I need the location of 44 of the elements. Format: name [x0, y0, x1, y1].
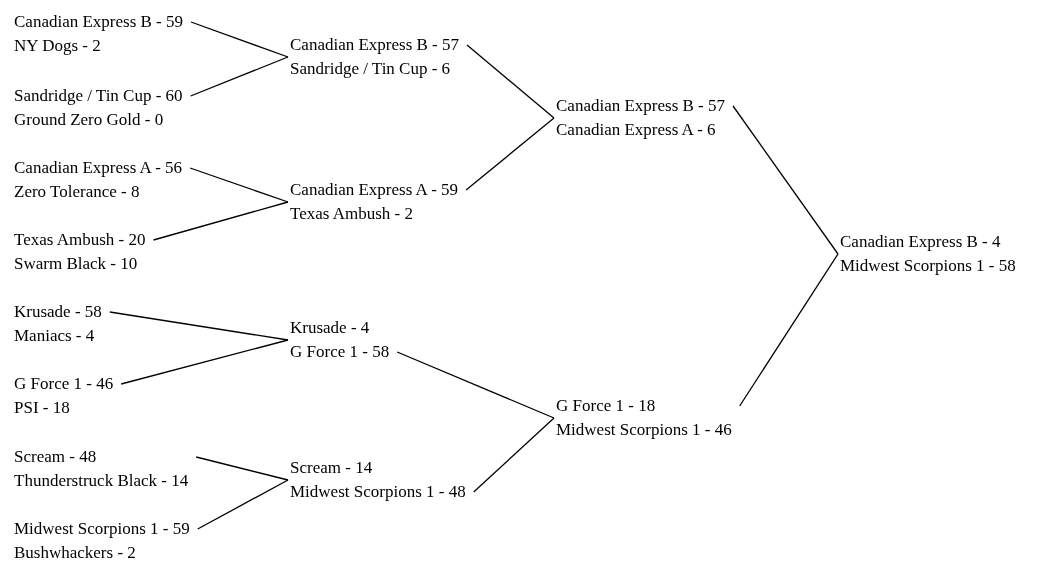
- bracket-line: [189, 56, 289, 97]
- bracket-line: [109, 311, 289, 341]
- team-score: Canadian Express A - 6: [556, 119, 717, 141]
- team-score: Midwest Scorpions 1 - 46: [556, 419, 732, 441]
- team-score: Thunderstruck Black - 14: [14, 470, 189, 492]
- bracket-line: [739, 253, 839, 407]
- bracket-line: [120, 339, 289, 385]
- team-score: Canadian Express B - 59: [14, 11, 184, 33]
- bracket-line: [473, 417, 555, 493]
- team-score: Midwest Scorpions 1 - 59: [14, 518, 190, 540]
- team-score: Krusade - 58: [14, 301, 102, 323]
- team-score: Krusade - 4: [290, 317, 371, 339]
- team-score: Canadian Express B - 57: [290, 34, 460, 56]
- team-score: Sandridge / Tin Cup - 60: [14, 85, 183, 107]
- team-score: Midwest Scorpions 1 - 48: [290, 481, 466, 503]
- bracket-line: [465, 117, 555, 191]
- team-score: G Force 1 - 58: [290, 341, 390, 363]
- team-score: Canadian Express B - 57: [556, 95, 726, 117]
- team-score: Midwest Scorpions 1 - 58: [840, 255, 1016, 277]
- team-score: Canadian Express A - 59: [290, 179, 459, 201]
- team-score: G Force 1 - 46: [14, 373, 114, 395]
- team-score: Canadian Express B - 4: [840, 231, 1002, 253]
- team-score: Sandridge / Tin Cup - 6: [290, 58, 452, 80]
- team-score: Bushwhackers - 2: [14, 542, 137, 564]
- bracket-line: [466, 44, 555, 119]
- bracket-line: [152, 201, 289, 241]
- bracket-line: [396, 351, 555, 419]
- bracket-line: [197, 479, 289, 530]
- team-score: Swarm Black - 10: [14, 253, 139, 275]
- team-score: Zero Tolerance - 8: [14, 181, 141, 203]
- bracket-line: [195, 456, 289, 481]
- team-score: PSI - 18: [14, 397, 71, 419]
- team-score: Scream - 48: [14, 446, 98, 468]
- bracket-line: [732, 105, 839, 255]
- team-score: Scream - 14: [290, 457, 374, 479]
- team-score: Ground Zero Gold - 0: [14, 109, 165, 131]
- bracket-line: [189, 167, 289, 203]
- team-score: G Force 1 - 18: [556, 395, 657, 417]
- team-score: Canadian Express A - 56: [14, 157, 183, 179]
- team-score: NY Dogs - 2: [14, 35, 102, 57]
- bracket-line: [190, 21, 289, 58]
- team-score: Texas Ambush - 20: [14, 229, 146, 251]
- team-score: Texas Ambush - 2: [290, 203, 414, 225]
- team-score: Maniacs - 4: [14, 325, 96, 347]
